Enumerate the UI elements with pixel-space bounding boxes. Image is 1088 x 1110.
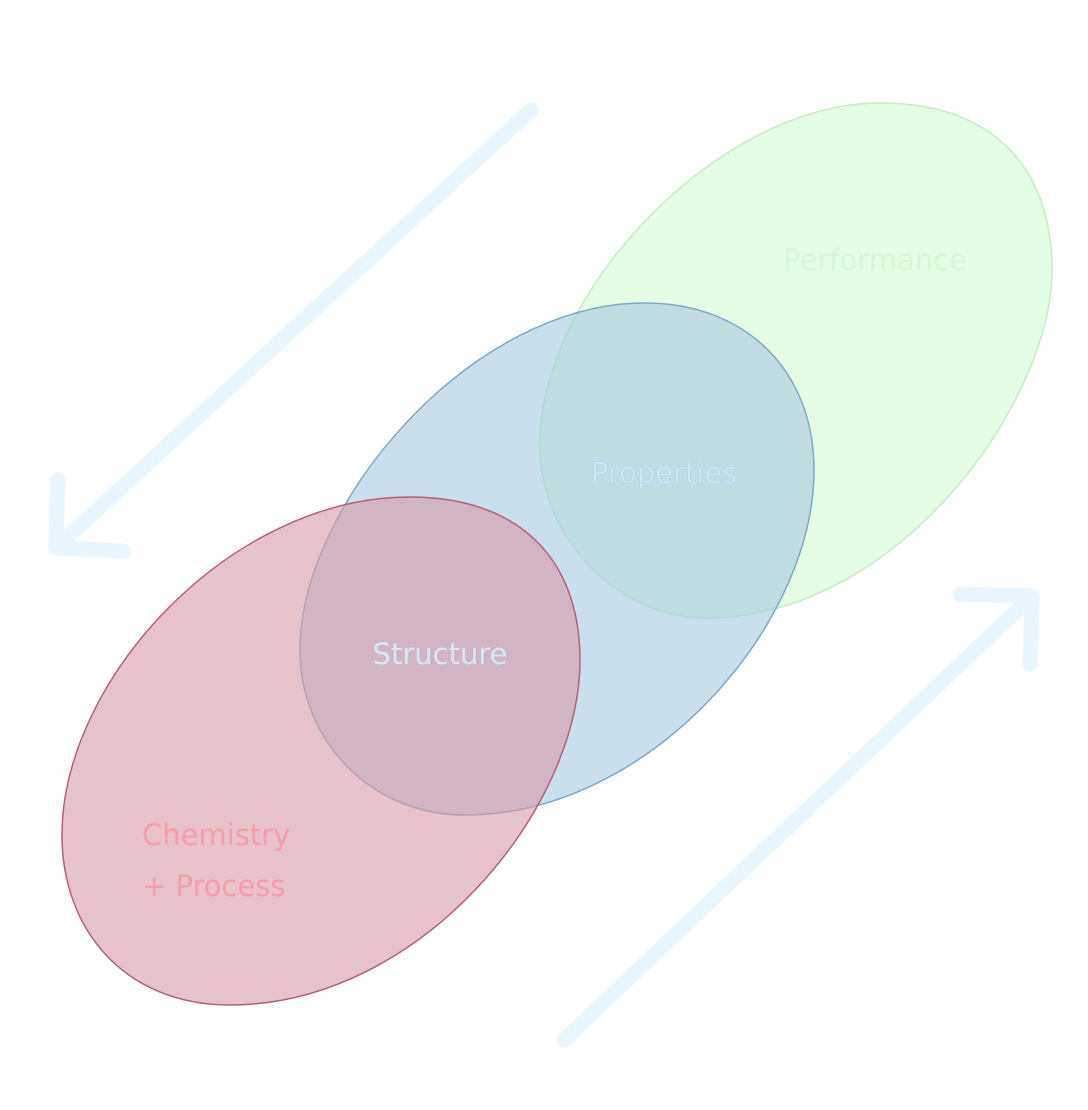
properties-label: Properties	[591, 456, 738, 490]
arrow-down-left-head	[48, 472, 132, 559]
structure-label: Structure	[373, 637, 508, 671]
arrow-up-right-head	[952, 586, 1040, 672]
process-label: + Process	[142, 869, 286, 903]
chemistry-label: Chemistry	[142, 818, 290, 852]
arrow-up-right	[556, 586, 1040, 1048]
chemistry-process-ellipse	[61, 496, 581, 1006]
performance-label: Performance	[783, 243, 967, 277]
arrow-down-left	[48, 102, 539, 559]
arrow-up-right-shaft	[556, 590, 1038, 1048]
arrow-down-left-shaft	[50, 102, 539, 554]
